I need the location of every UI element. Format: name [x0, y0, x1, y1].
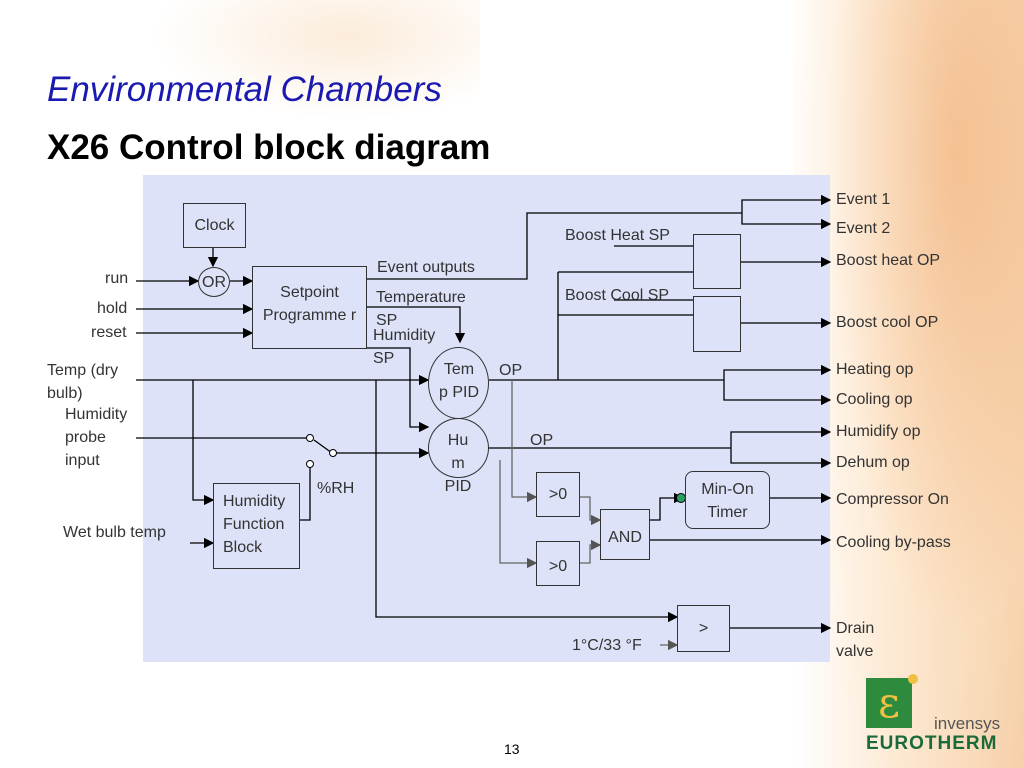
rh-label: %RH — [317, 480, 355, 497]
switch-contact-pivot — [329, 449, 337, 457]
clock-block: Clock — [183, 203, 246, 248]
event2-label: Event 2 — [836, 220, 891, 237]
wire-humidify — [730, 426, 832, 448]
brand-eurotherm: EUROTHERM — [866, 733, 998, 754]
humidity-function-label: Humidity Function Block — [223, 493, 286, 556]
wire-temp-sp — [367, 306, 466, 344]
compressor-on-label: Compressor On — [836, 491, 949, 508]
wire-event-outputs — [367, 212, 742, 280]
setpoint-programmer-label: Setpoint Programme r — [262, 284, 357, 324]
background-decoration-top — [150, 0, 480, 120]
wire-rh — [300, 467, 311, 521]
wire-gt0-and-bottom — [580, 539, 602, 564]
page-subtitle: X26 Control block diagram — [47, 128, 491, 167]
boost-heat-op-label: Boost heat OP — [836, 252, 941, 269]
heating-op-label: Heating op — [836, 361, 914, 378]
or-gate: OR — [198, 267, 230, 297]
event-outputs-label: Event outputs — [377, 259, 475, 276]
gt0-bottom-block: >0 — [536, 541, 580, 586]
wire-op-boost — [557, 314, 693, 380]
eurotherm-logo-icon: ε — [866, 674, 918, 728]
gt0-top-label: >0 — [548, 486, 568, 503]
wire-temp-to-compare — [375, 380, 679, 623]
page-title: Environmental Chambers — [47, 70, 442, 109]
humidity-probe-label: Humidity probe input — [65, 406, 128, 469]
min-on-timer-label: Min-On Timer — [701, 481, 754, 521]
wire-heating — [723, 364, 832, 380]
background-decoration — [794, 0, 1024, 768]
boost-heat-sp-label: Boost Heat SP — [565, 227, 670, 244]
temperature-sp-label: Temperature SP — [376, 289, 466, 329]
event1-label: Event 1 — [836, 191, 891, 208]
or-label: OR — [202, 274, 226, 291]
temp-pid-block — [428, 347, 489, 419]
temp-dry-bulb-label: Temp (dry bulb) — [47, 362, 119, 402]
wire-and-timer — [650, 492, 685, 521]
wire-hum-sp — [367, 347, 430, 433]
compare-block: > — [677, 605, 730, 652]
clock-label: Clock — [194, 217, 235, 234]
switch-contact-bottom — [306, 460, 314, 468]
drain-valve-label: Drain valve — [836, 620, 875, 660]
hum-pid-block — [428, 418, 489, 478]
switch-contact-top — [306, 434, 314, 442]
wire-temp-to-hfb — [192, 380, 215, 506]
cooling-op-label: Cooling op — [836, 391, 913, 408]
wire-cooling — [723, 380, 832, 406]
wire-dehum — [730, 448, 832, 469]
boost-heat-block — [693, 234, 741, 289]
hum-pid-label: Hu m PID — [444, 432, 472, 495]
compare-label: > — [698, 620, 709, 637]
wet-bulb-temp-label: Wet bulb temp — [63, 524, 166, 541]
cooling-bypass-label: Cooling by-pass — [836, 534, 951, 551]
gt0-bottom-label: >0 — [548, 558, 568, 575]
boost-cool-sp-label: Boost Cool SP — [565, 287, 670, 304]
wire-event1 — [741, 194, 832, 213]
brand-invensys: invensys — [934, 714, 1001, 733]
and-block: AND — [600, 509, 650, 560]
temp-pid-label: Tem p PID — [439, 361, 480, 401]
wire-event2 — [741, 213, 832, 230]
dehum-op-label: Dehum op — [836, 454, 910, 471]
page-number: 13 — [504, 741, 520, 757]
reset-label: reset — [91, 324, 127, 341]
wire-gt0-and-top — [580, 496, 602, 526]
wire-switch-blade — [313, 439, 333, 454]
and-label: AND — [608, 529, 642, 546]
humidity-sp-label: Humidity SP — [373, 327, 436, 367]
boost-cool-block — [693, 296, 741, 352]
threshold-label: 1°C/33 °F — [572, 637, 642, 654]
min-on-timer-block: Min-On Timer — [685, 471, 770, 529]
humidify-op-label: Humidify op — [836, 423, 921, 440]
hum-op-label: OP — [530, 432, 554, 449]
wire-op-gt0-bottom — [499, 460, 538, 569]
gt0-top-block: >0 — [536, 472, 580, 517]
setpoint-programmer-block: Setpoint Programme r — [252, 266, 367, 349]
humidity-function-block: Humidity Function Block — [213, 483, 300, 569]
run-label: run — [105, 270, 129, 287]
temp-op-label: OP — [499, 362, 523, 379]
hold-label: hold — [97, 300, 128, 317]
wire-op-gt0-top — [511, 380, 538, 503]
boost-cool-op-label: Boost cool OP — [836, 314, 939, 331]
